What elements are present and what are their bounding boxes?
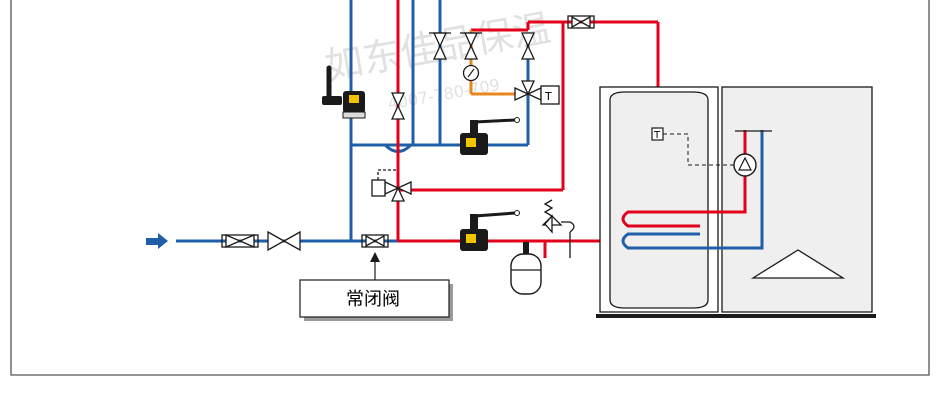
thermostat-label: T <box>544 90 552 103</box>
heat-exchanger-coil <box>621 130 764 250</box>
pressure-gauge-icon <box>462 64 480 82</box>
diverter-valve-icon <box>371 169 412 202</box>
outer-frame <box>10 0 930 376</box>
check-valve-icon <box>267 230 301 252</box>
callout: 常闭阀 <box>299 252 453 321</box>
watermark-text: 如东佳品保温 <box>322 6 554 89</box>
inlet-valve-icon <box>221 234 259 248</box>
relief-valve-icon <box>541 199 575 258</box>
normally-closed-valve-label: 常闭阀 <box>346 289 400 310</box>
pump-left-icon <box>322 65 366 119</box>
storage-tank <box>599 86 719 313</box>
temp-sensor-label: T <box>653 130 661 141</box>
circulation-pump-icon <box>733 153 757 177</box>
riser-valves-icon <box>390 32 536 120</box>
normally-closed-valve-icon[interactable] <box>361 234 389 248</box>
boiler-cabinet <box>721 86 873 313</box>
base-plate <box>596 314 876 318</box>
pump-upper-icon <box>460 117 520 155</box>
inlet-arrow-icon <box>146 233 168 249</box>
pump-lower-icon <box>460 210 520 251</box>
mixing-valve-icon: T <box>514 80 560 105</box>
expansion-vessel-icon <box>510 242 542 295</box>
temperature-sensor-icon: T <box>651 127 735 166</box>
top-valve-icon <box>567 15 595 29</box>
